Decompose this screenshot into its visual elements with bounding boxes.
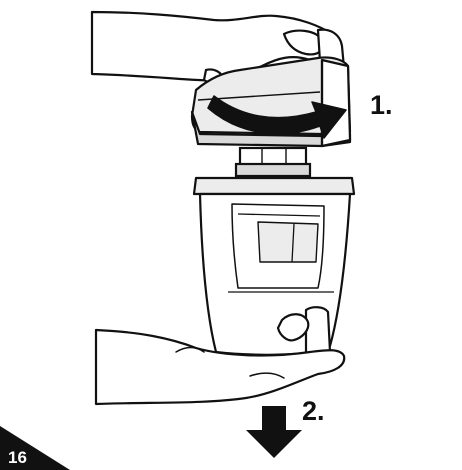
page-number: 16	[8, 448, 27, 467]
page-number-tab: 16	[0, 426, 70, 470]
curved-arrow-icon	[207, 95, 347, 139]
filter-container	[192, 176, 356, 360]
arrow-down-icon	[246, 406, 302, 458]
step-2-label: 2.	[302, 396, 325, 426]
filter-neck	[234, 146, 312, 178]
step-1-label: 1.	[370, 90, 393, 120]
lower-hand	[94, 313, 346, 406]
